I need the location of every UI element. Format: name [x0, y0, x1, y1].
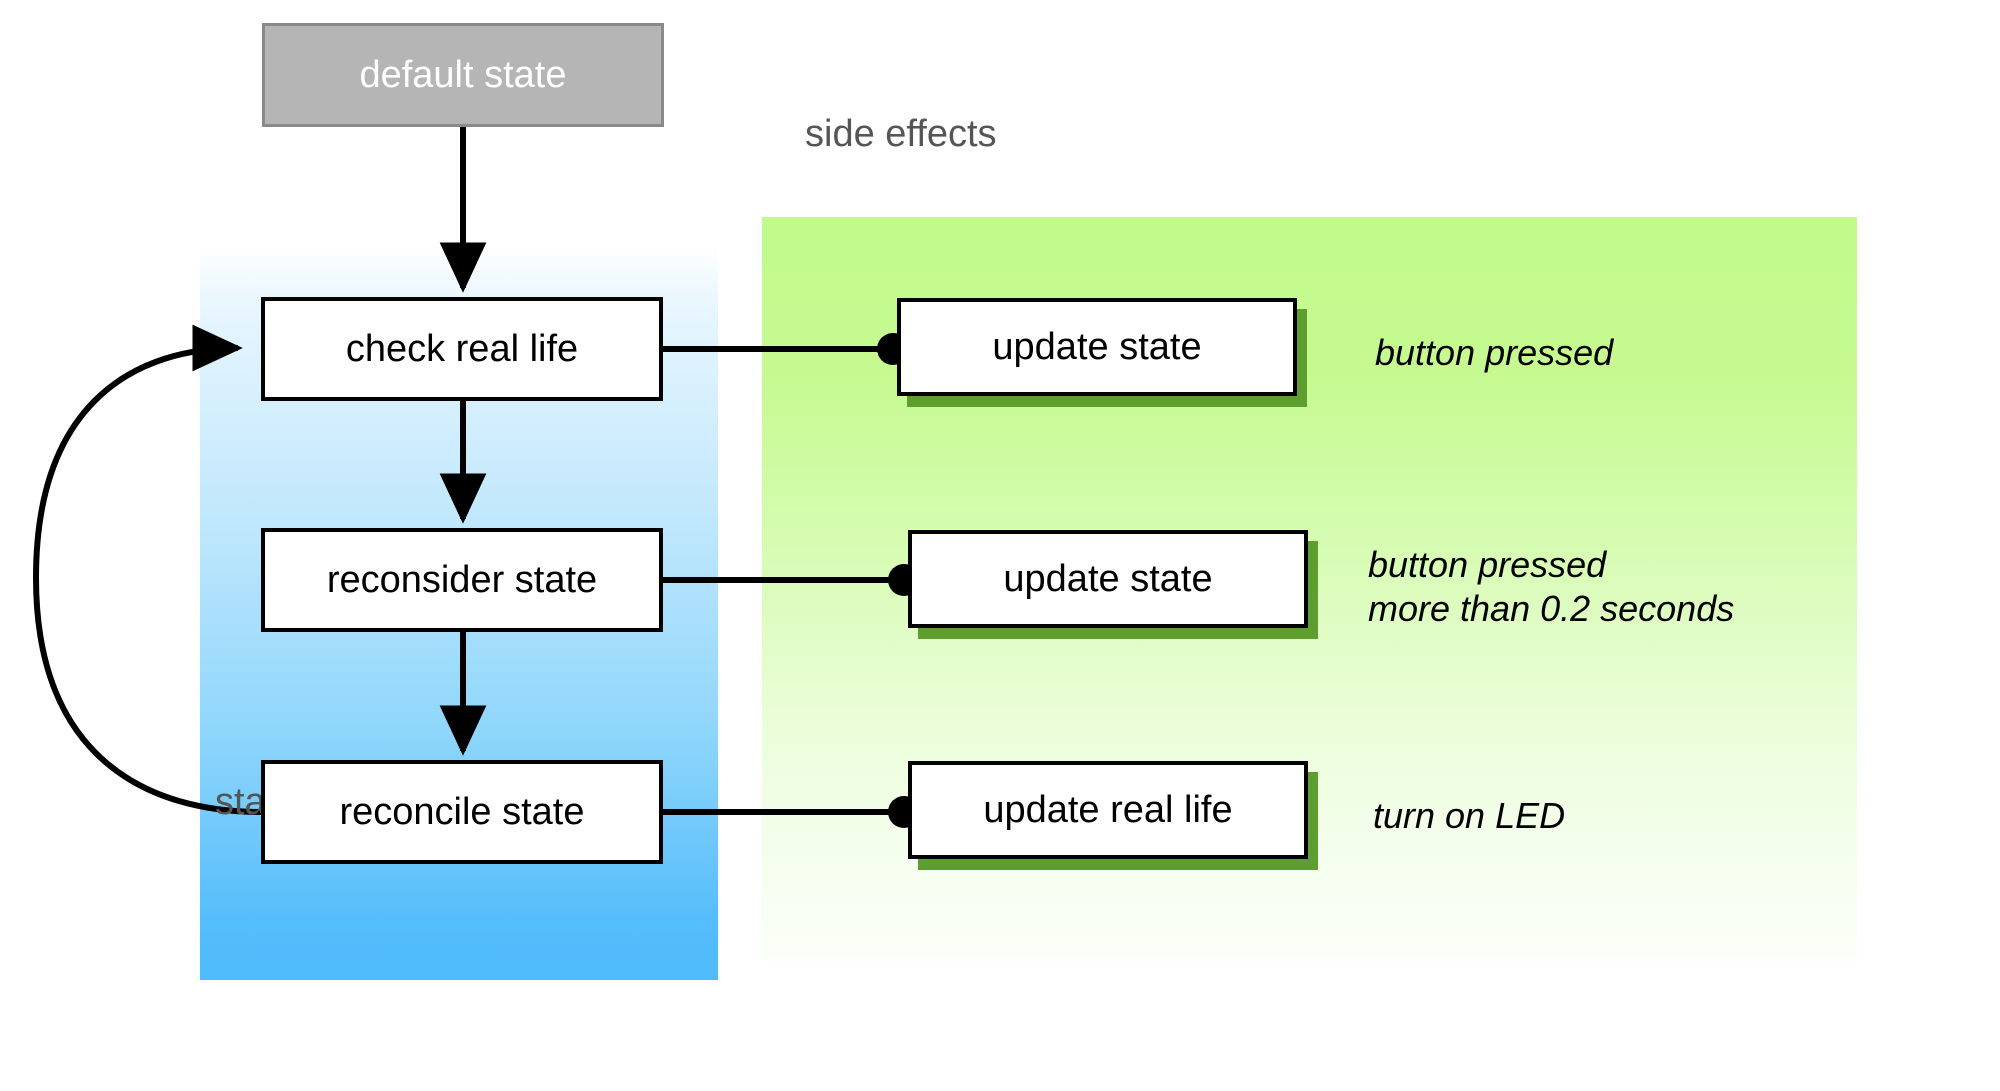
annotation-button-pressed: button pressed [1375, 332, 1614, 373]
node-update-state-1-label: update state [897, 298, 1297, 396]
node-update-real-life[interactable]: update real life [908, 761, 1318, 870]
node-update-state-1[interactable]: update state [897, 298, 1307, 407]
node-reconcile-state[interactable]: reconcile state [261, 760, 663, 864]
node-update-real-life-label: update real life [908, 761, 1308, 859]
node-update-state-2-label: update state [908, 530, 1308, 628]
annotation-turn-on-led: turn on LED [1373, 795, 1566, 836]
node-check-real-life[interactable]: check real life [261, 297, 663, 401]
annotation-button-pressed-long: button pressed more than 0.2 seconds [1368, 544, 1735, 629]
node-default-state[interactable]: default state [262, 23, 664, 127]
panel-caption-side-effects: side effects [805, 113, 997, 155]
node-reconsider-state[interactable]: reconsider state [261, 528, 663, 632]
node-update-state-2[interactable]: update state [908, 530, 1318, 639]
